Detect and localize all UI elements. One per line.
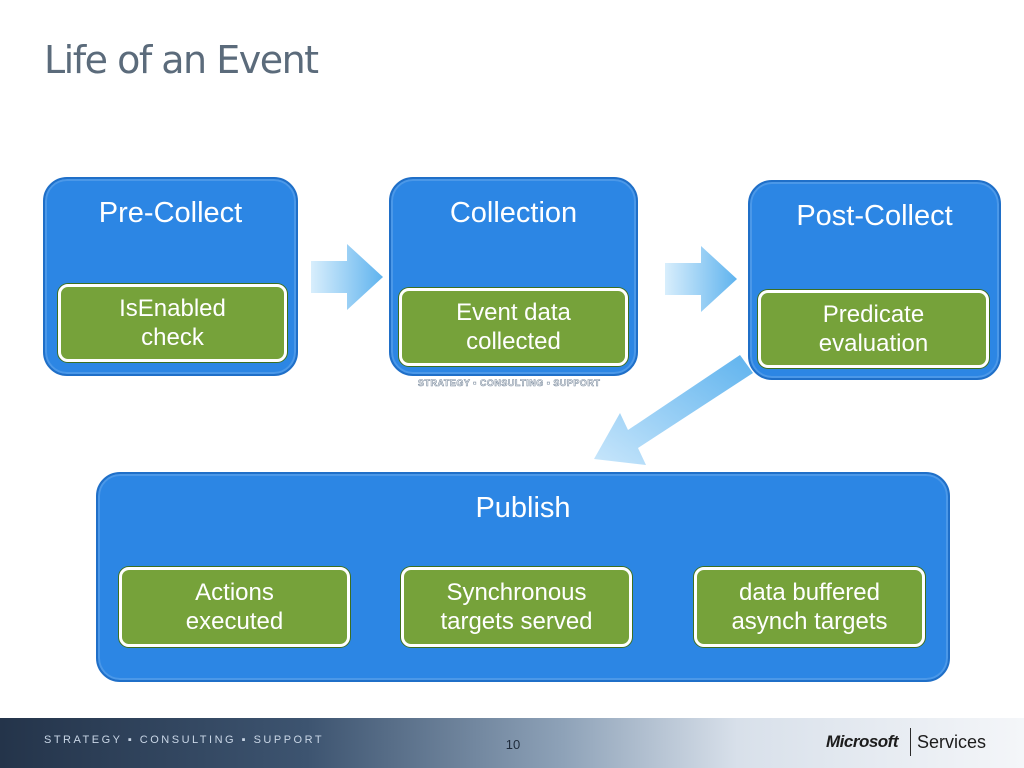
footer-bar: STRATEGY ▪ CONSULTING ▪ SUPPORT 10 Micro… (0, 718, 1024, 768)
flow-arrow-diagonal-icon (594, 355, 753, 465)
page-number: 10 (505, 737, 521, 752)
logo-divider (910, 728, 911, 756)
stage-pre-collect: Pre-Collect IsEnabled check (43, 177, 298, 376)
stage-post-collect: Post-Collect Predicate evaluation (748, 180, 1001, 380)
task-synchronous-targets-line1: Synchronous (446, 579, 587, 606)
task-data-buffered: data buffered asynch targets (694, 567, 925, 647)
task-predicate-evaluation-line2: evaluation (818, 330, 929, 357)
stage-pre-collect-title: Pre-Collect (98, 197, 243, 229)
slide-title: Life of an Event (44, 38, 319, 82)
stage-post-collect-title: Post-Collect (796, 200, 953, 232)
task-isenabled-check: IsEnabled check (58, 284, 287, 362)
stage-collection-title: Collection (449, 197, 578, 229)
footer-tagline: STRATEGY ▪ CONSULTING ▪ SUPPORT (44, 734, 325, 746)
task-isenabled-check-line2: check (141, 324, 204, 351)
services-label: Services (917, 732, 987, 752)
stage-collection: Collection Event data collected (389, 177, 638, 376)
task-data-buffered-line2: asynch targets (731, 608, 888, 635)
microsoft-logo: Microsoft (826, 732, 899, 751)
task-actions-executed-line2: executed (185, 608, 284, 635)
task-data-buffered-line1: data buffered (738, 579, 880, 606)
task-actions-executed-line1: Actions (195, 579, 274, 606)
task-event-data-collected-line1: Event data (456, 299, 571, 326)
task-predicate-evaluation-line1: Predicate (822, 301, 925, 328)
task-actions-executed: Actions executed (119, 567, 350, 647)
flow-arrow-icon (311, 244, 383, 310)
task-event-data-collected: Event data collected (399, 288, 628, 366)
flow-arrow-icon (665, 246, 737, 312)
task-synchronous-targets-line2: targets served (440, 608, 593, 635)
task-synchronous-targets: Synchronous targets served (401, 567, 632, 647)
stage-publish: Publish Actions executed Synchronous tar… (96, 472, 950, 682)
watermark-tagline: STRATEGY ▪ CONSULTING ▪ SUPPORT (418, 378, 601, 389)
task-event-data-collected-line2: collected (466, 328, 561, 355)
task-isenabled-check-line1: IsEnabled (119, 295, 226, 322)
stage-publish-title: Publish (475, 492, 571, 524)
task-predicate-evaluation: Predicate evaluation (758, 290, 989, 368)
